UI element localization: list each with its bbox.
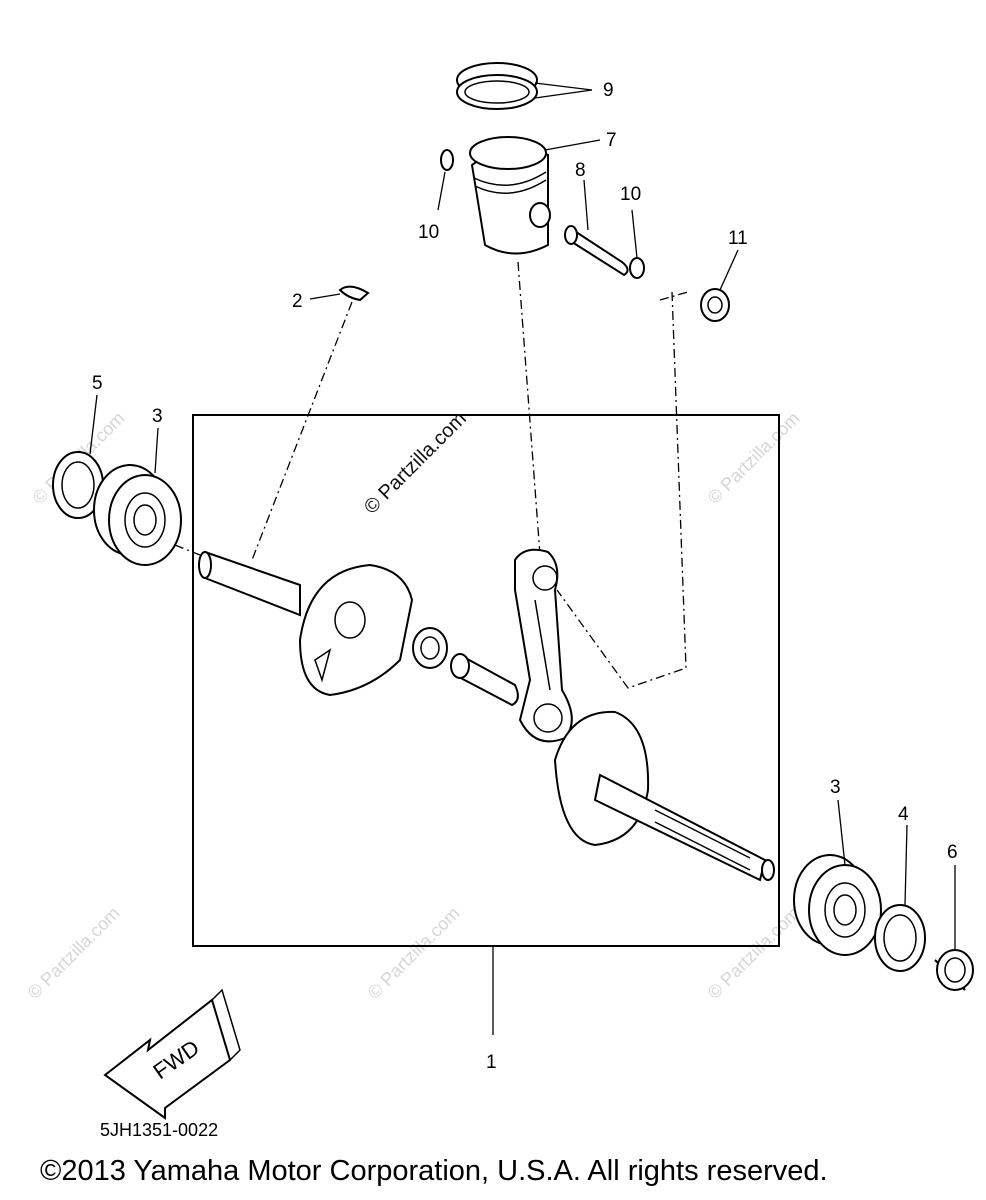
crankpin-bearing — [412, 627, 448, 669]
part-label-9: 9 — [603, 80, 614, 101]
watermark-text: © Partzilla.com — [364, 903, 464, 1003]
crankshaft-left-half — [198, 550, 414, 697]
part-label-7: 7 — [606, 130, 617, 151]
piston-pin — [564, 179, 629, 277]
diagram-code: 5JH1351-0022 — [100, 1120, 219, 1140]
assembly-line — [556, 291, 687, 689]
part-label-10b: 10 — [620, 184, 641, 205]
part-label-6: 6 — [947, 842, 958, 863]
part-label-1: 1 — [486, 1052, 497, 1073]
assembly-line — [517, 261, 541, 556]
crankshaft-assembly-frame — [192, 414, 780, 947]
woodruff-key — [309, 285, 370, 302]
oil-seal-right — [874, 824, 926, 972]
forward-arrow-icon: FWD — [103, 988, 241, 1120]
collar — [934, 865, 974, 991]
part-label-11: 11 — [728, 228, 748, 249]
bearing-left — [93, 427, 182, 566]
assembly-line — [659, 291, 689, 301]
part-label-4: 4 — [898, 804, 909, 825]
crank-pin — [450, 653, 519, 707]
bearing-right — [793, 799, 882, 956]
part-label-5: 5 — [92, 373, 103, 394]
part-label-10a: 10 — [418, 222, 439, 243]
piston-rings — [456, 62, 593, 110]
assembly-line — [251, 301, 353, 561]
watermark-text: © Partzilla.com — [704, 903, 804, 1003]
piston-pin-clip-right — [629, 209, 645, 279]
watermark-text: © Partzilla.com — [704, 408, 804, 508]
copyright-notice: ©2013 Yamaha Motor Corporation, U.S.A. A… — [40, 1155, 828, 1187]
connecting-rod — [514, 548, 573, 743]
watermark-main: © Partzilla.com — [360, 408, 471, 519]
part-label-3b: 3 — [830, 777, 841, 798]
piston — [469, 136, 601, 255]
small-end-bearing — [700, 249, 739, 322]
assembly-line — [174, 544, 201, 556]
part-label-8: 8 — [575, 160, 586, 181]
oil-seal-left — [52, 394, 104, 519]
watermark-text: © Partzilla.com — [24, 903, 124, 1003]
part-label-2: 2 — [292, 291, 303, 312]
piston-pin-clip-left — [437, 149, 454, 211]
part-label-3a: 3 — [152, 406, 163, 427]
crankshaft-right-half — [553, 710, 775, 882]
